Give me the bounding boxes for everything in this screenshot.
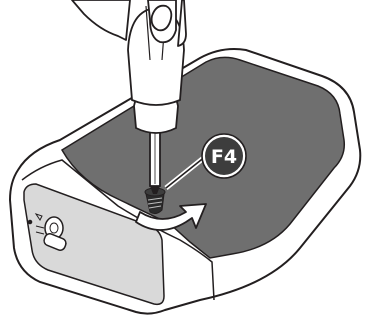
callout-label: F4 bbox=[211, 146, 237, 168]
battery-box-icon bbox=[10, 49, 360, 314]
